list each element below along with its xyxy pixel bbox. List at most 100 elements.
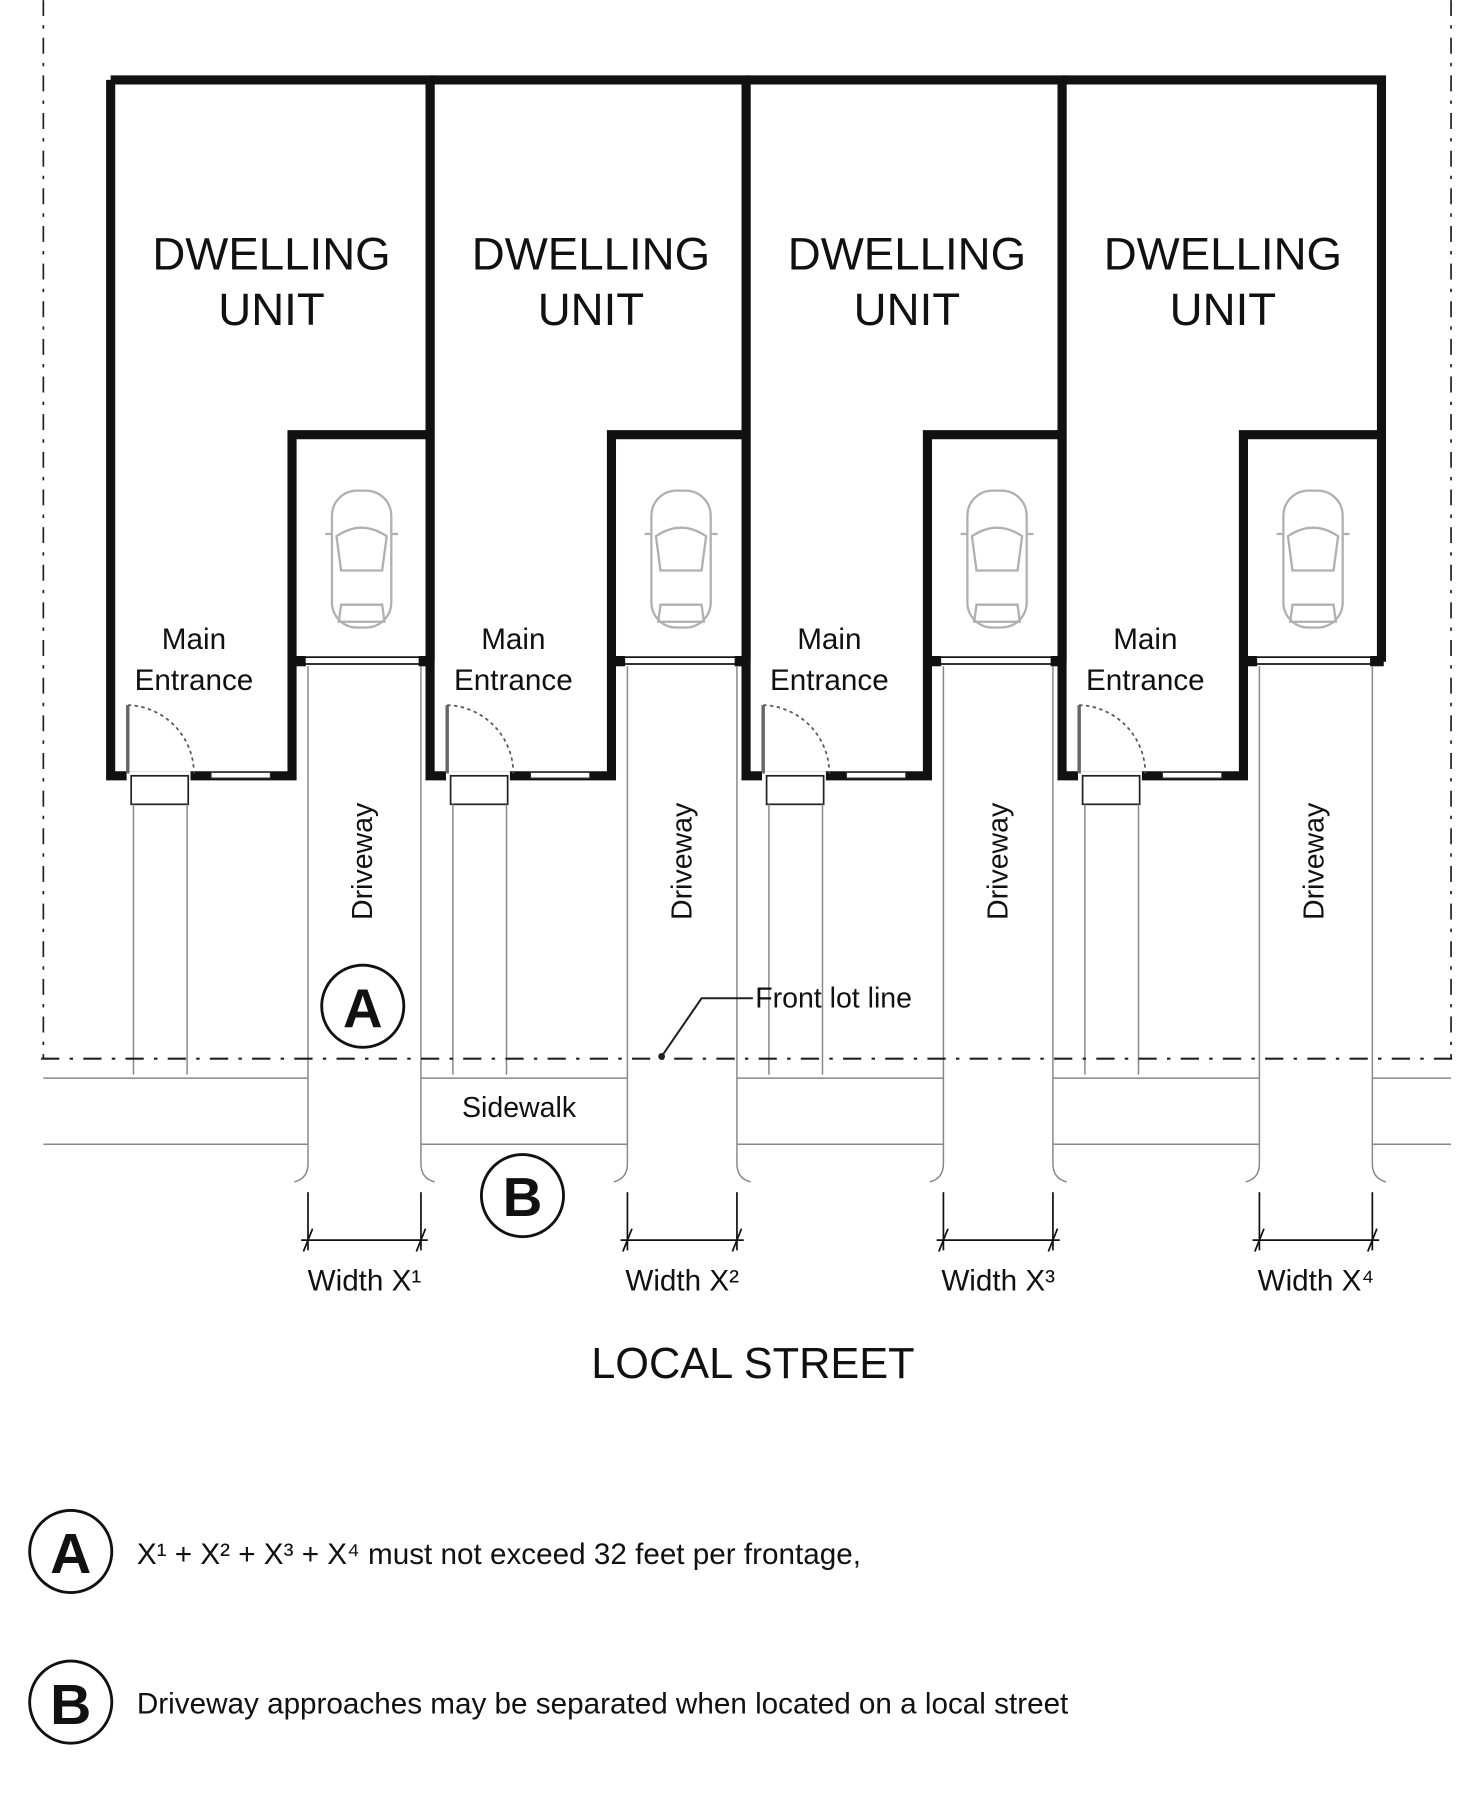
door-swing-arc <box>127 704 195 774</box>
car-icon <box>644 489 718 629</box>
marker-a: A <box>320 963 406 1049</box>
window <box>845 771 907 779</box>
garage-door <box>610 656 747 665</box>
car-body <box>330 489 393 629</box>
window <box>529 771 591 779</box>
width-label: Width X⁴ <box>1258 1264 1375 1297</box>
legend-item-a: A X¹ + X² + X³ + X⁴ must not exceed 32 f… <box>28 1509 861 1595</box>
street-name: LOCAL STREET <box>591 1340 914 1388</box>
driveway-edge <box>929 666 945 1183</box>
driveway-edge <box>1052 666 1067 1183</box>
unit-walls <box>1057 75 1387 781</box>
driveway-edge <box>420 666 435 1183</box>
car-rear-window <box>1288 603 1338 623</box>
garage-door <box>926 656 1063 665</box>
car-rear-window <box>656 603 706 623</box>
driveway-label: Driveway <box>982 802 1014 920</box>
driveway-label: Driveway <box>347 802 379 920</box>
dimension-tick <box>415 1228 427 1252</box>
dimension-tick <box>302 1228 314 1252</box>
front-lot-line-callout: Front lot line <box>658 982 912 1060</box>
door-swing-arc <box>1079 704 1147 774</box>
unit-title: UNIT <box>218 284 324 335</box>
width-label: Width X³ <box>941 1264 1055 1297</box>
unit-title: UNIT <box>538 284 644 335</box>
car-body <box>650 489 712 629</box>
door-swing-arc <box>763 704 831 774</box>
garage-door <box>291 656 431 665</box>
entry-stoop <box>130 774 190 806</box>
car-icon <box>1276 489 1350 629</box>
entry-stoop <box>449 774 509 806</box>
driveway-edge <box>1371 666 1387 1183</box>
unit-title: UNIT <box>854 284 960 335</box>
window <box>1161 771 1223 779</box>
car-icon <box>325 489 399 629</box>
garage-door <box>1242 656 1383 665</box>
marker-b: B <box>479 1153 565 1239</box>
main-entrance-label: Main <box>162 623 226 656</box>
width-dimension <box>620 1192 744 1252</box>
dimension-tick <box>731 1228 743 1252</box>
svg-text:B: B <box>503 1166 543 1228</box>
main-entrance-label: Main <box>797 623 861 656</box>
garage-door-jamb <box>418 656 433 667</box>
legend-text-b: Driveway approaches may be separated whe… <box>137 1688 1069 1721</box>
driveway-label: Driveway <box>1298 802 1330 920</box>
entry-stoop <box>1081 774 1141 806</box>
width-label: Width X² <box>625 1264 739 1297</box>
door-swing-arc <box>447 704 515 774</box>
width-dimension <box>301 1192 428 1252</box>
car-windshield <box>970 526 1024 572</box>
entry-stoop <box>765 774 825 806</box>
svg-text:A: A <box>343 977 383 1039</box>
main-entrance-label: Entrance <box>1086 664 1205 697</box>
main-entrance-label: Main <box>481 623 545 656</box>
driveway-edge <box>294 666 309 1183</box>
car-windshield <box>335 526 388 572</box>
driveway-edge <box>613 666 629 1183</box>
dimension-tick <box>622 1228 633 1252</box>
main-entrance-label: Entrance <box>770 664 889 697</box>
dimension-tick <box>938 1228 949 1252</box>
legend-marker-a <box>28 1509 114 1595</box>
legend-marker-b <box>28 1659 114 1745</box>
car-rear-window <box>337 603 386 623</box>
driveway-edge <box>1245 666 1261 1183</box>
dimension-tick <box>1366 1228 1378 1252</box>
svg-text:A: A <box>50 1522 91 1586</box>
width-label: Width X¹ <box>308 1264 422 1297</box>
unit-title: DWELLING <box>472 228 710 279</box>
driveway-label: Driveway <box>666 802 698 920</box>
width-dimension <box>936 1192 1060 1252</box>
driveway-edge <box>736 666 751 1183</box>
garage-door-jamb <box>927 656 942 667</box>
garage-door-jamb <box>292 656 306 667</box>
unit-title: DWELLING <box>152 228 390 279</box>
legend-item-b: B Driveway approaches may be separated w… <box>28 1659 1069 1745</box>
dimension-tick <box>1047 1228 1059 1252</box>
main-entrance-label: Entrance <box>454 664 573 697</box>
garage-door-jamb <box>1370 656 1384 667</box>
main-entrance-label: Entrance <box>135 664 254 697</box>
sidewalk-label: Sidewalk <box>462 1092 577 1124</box>
width-dimension <box>1252 1192 1380 1252</box>
svg-text:B: B <box>50 1673 91 1737</box>
car-rear-window <box>972 603 1022 623</box>
dimension-tick <box>1254 1228 1265 1252</box>
car-icon <box>960 489 1034 629</box>
car-body <box>966 489 1028 629</box>
legend-text-a: X¹ + X² + X³ + X⁴ must not exceed 32 fee… <box>137 1538 861 1571</box>
garage-door-jamb <box>611 656 626 667</box>
unit-title: DWELLING <box>1104 228 1342 279</box>
window <box>210 771 271 779</box>
car-windshield <box>654 526 708 572</box>
garage-door-jamb <box>1243 656 1258 667</box>
main-entrance-label: Main <box>1113 623 1177 656</box>
unit-title: UNIT <box>1170 284 1276 335</box>
